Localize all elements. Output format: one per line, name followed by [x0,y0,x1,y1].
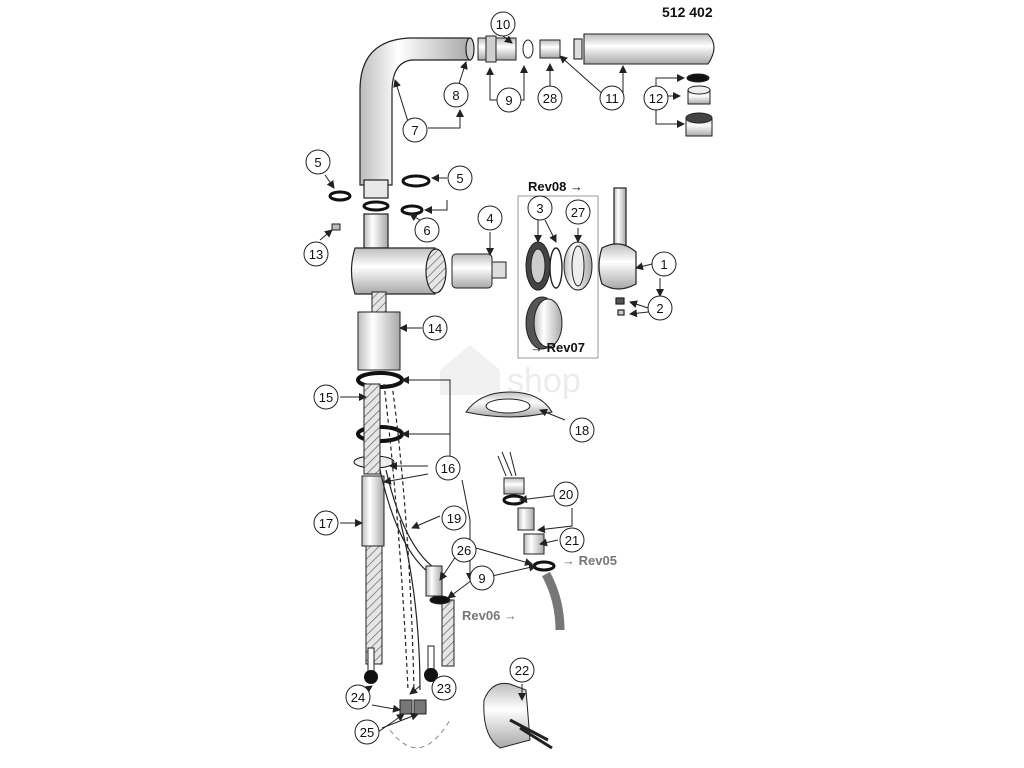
leader-lines [319,35,685,733]
document-number: 512 402 [662,4,713,20]
svg-text:16: 16 [441,461,455,476]
callout-11: 11 [599,85,625,111]
extension-tube-11 [573,33,715,65]
thermometer-hot-icon [424,645,438,682]
svg-text:15: 15 [319,390,333,405]
callout-21: 21 [559,527,585,553]
thermometer-cold-icon [364,647,378,684]
callout-19: 19 [441,505,467,531]
rev-box [517,195,599,359]
svg-text:1: 1 [660,257,667,272]
svg-text:22: 22 [515,663,529,678]
svg-text:5: 5 [456,171,463,186]
callout-16: 16 [435,455,461,481]
callout-23: 23 [431,675,457,701]
aerator-parts-12 [685,73,713,137]
callout-8: 8 [443,82,469,108]
callout-7: 7 [402,117,428,143]
callout-1: 1 [651,251,677,277]
callout-28: 28 [537,85,563,111]
hose-end-19 [425,565,455,667]
svg-text:17: 17 [319,516,333,531]
svg-text:14: 14 [428,321,442,336]
callout-2: 2 [647,295,673,321]
callout-9-top: 9 [496,87,522,113]
callout-15: 15 [313,384,339,410]
lever-handle-1 [598,187,637,316]
callout-3: 3 [527,195,553,221]
mixer-body [350,213,447,295]
svg-text:5: 5 [314,155,321,170]
svg-text:7: 7 [411,123,418,138]
callout-18: 18 [569,417,595,443]
svg-text:9: 9 [478,571,485,586]
sleeve-14 [357,291,401,371]
callout-27: 27 [565,199,591,225]
svg-text:26: 26 [457,543,471,558]
callout-22: 22 [509,657,535,683]
clamp-22 [483,682,553,750]
rev05-label: → Rev05 [562,553,617,568]
callout-17: 17 [313,510,339,536]
svg-text:12: 12 [649,91,663,106]
callout-26: 26 [451,537,477,563]
callout-5-left: 5 [305,149,331,175]
nipple-part-28 [539,39,561,59]
callout-13: 13 [303,241,329,267]
callout-25: 25 [354,719,380,745]
callout-6: 6 [414,217,440,243]
svg-text:10: 10 [496,17,510,32]
rev07-label: → Rev07 [530,340,585,355]
rev06-label: Rev06 → [462,608,517,623]
supply-hoses [379,383,445,691]
fittings-20-21 [497,451,565,631]
callout-12: 12 [643,85,669,111]
svg-text:21: 21 [565,533,579,548]
svg-text:9: 9 [505,93,512,108]
svg-text:6: 6 [423,223,430,238]
svg-text:8: 8 [452,88,459,103]
callout-14: 14 [422,315,448,341]
mounting-plate-18 [465,391,553,418]
rev07-nut [525,296,563,350]
svg-text:19: 19 [447,511,461,526]
cartridge-nut-3 [525,241,593,291]
spout-body [359,37,475,199]
svg-text:23: 23 [437,681,451,696]
callout-24: 24 [345,684,371,710]
callout-9-bottom: 9 [469,565,495,591]
svg-text:18: 18 [575,423,589,438]
svg-text:11: 11 [605,91,619,106]
connector-part [477,35,534,63]
callout-4: 4 [477,205,503,231]
threaded-rod-17 [361,383,385,665]
cartridge-4 [451,253,507,289]
svg-text:24: 24 [351,690,365,705]
svg-text:20: 20 [559,487,573,502]
svg-text:4: 4 [486,211,493,226]
rev08-label: Rev08 → [528,179,583,194]
svg-text:27: 27 [571,205,585,220]
hose-ends-25 [389,699,451,749]
svg-text:13: 13 [309,247,323,262]
callout-20: 20 [553,481,579,507]
svg-text:2: 2 [656,301,663,316]
svg-text:3: 3 [536,201,543,216]
svg-text:28: 28 [543,91,557,106]
callout-5-right: 5 [447,165,473,191]
svg-text:25: 25 [360,725,374,740]
callout-10: 10 [490,11,516,37]
